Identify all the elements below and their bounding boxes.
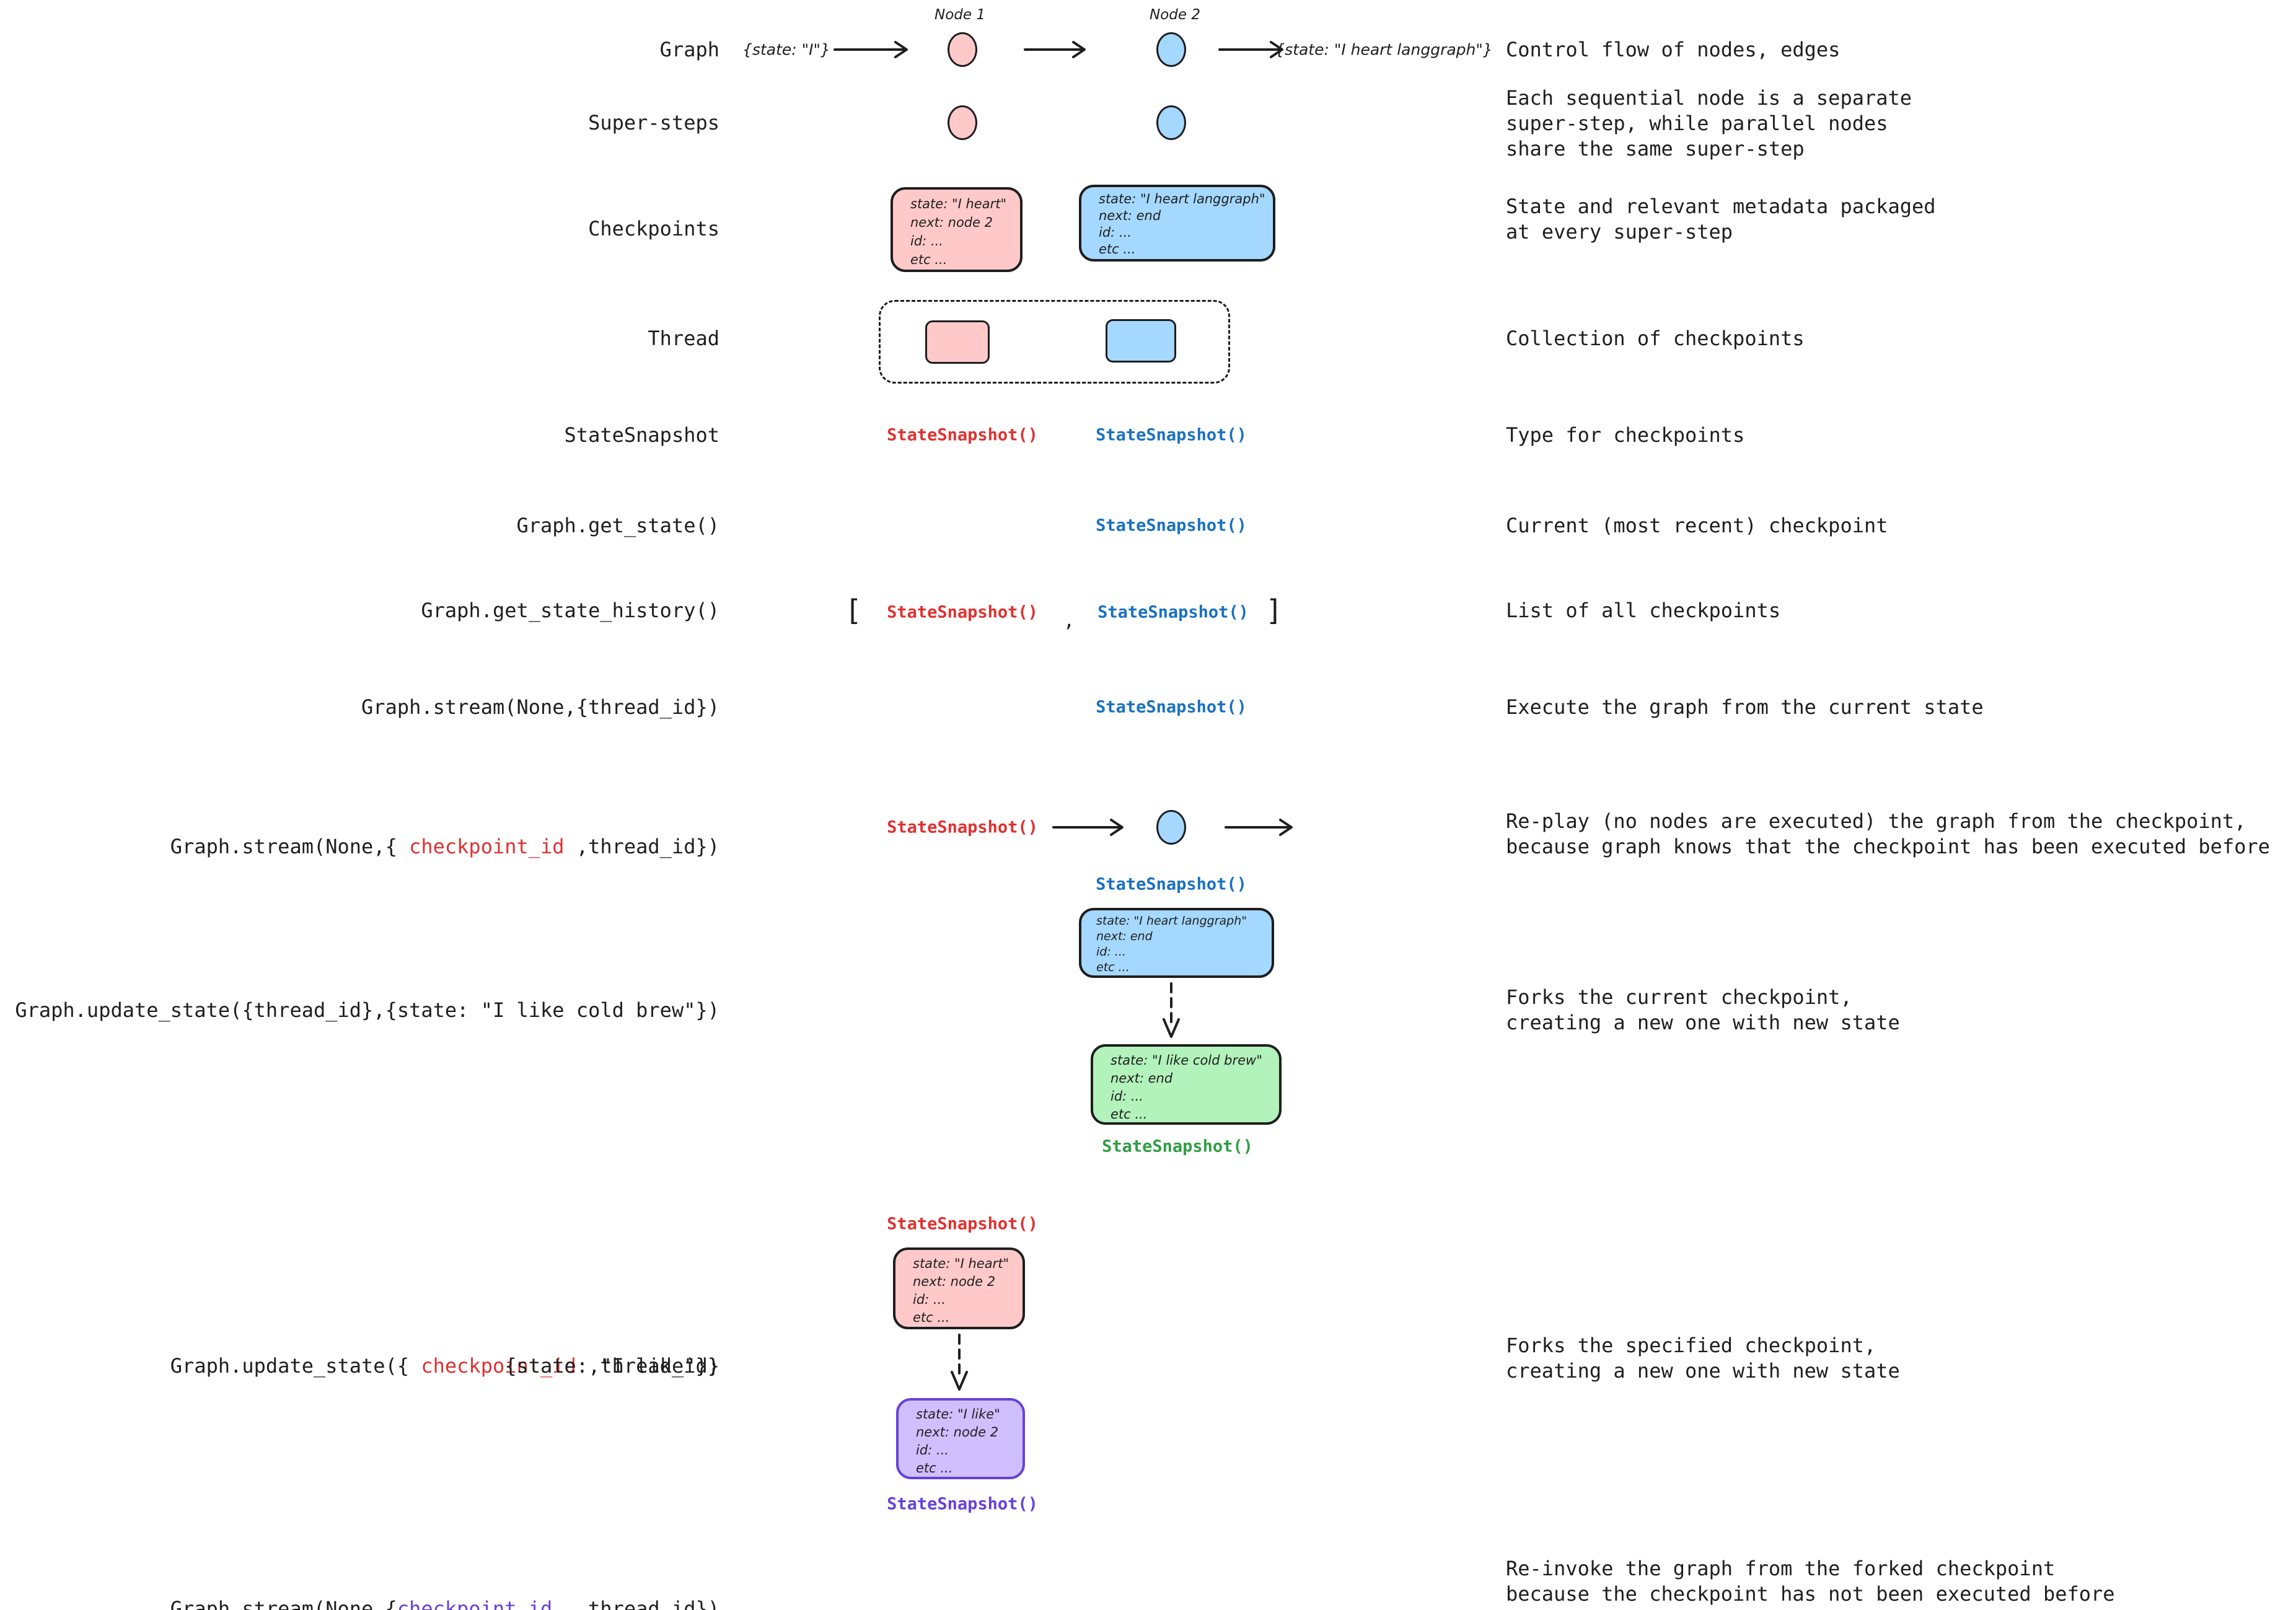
statesnapshot-call-red: StateSnapshot() (887, 1214, 1038, 1234)
statesnapshot-call-red: StateSnapshot() (887, 817, 1038, 837)
statesnapshot-call-blue: StateSnapshot() (1097, 602, 1249, 622)
right-arrow-icon (1225, 816, 1296, 838)
row-label-update-state-current: Graph.update_state({thread_id},{state: "… (15, 998, 719, 1022)
label-prefix: Graph.stream(None,{ (170, 1597, 397, 1610)
description-supersteps: Each sequential node is a separate super… (1506, 86, 1912, 161)
row-label-get-state: Graph.get_state() (516, 514, 719, 537)
label-prefix: Graph.stream(None,{ (170, 835, 410, 858)
close-bracket: ] (1265, 594, 1283, 627)
statesnapshot-call-blue: StateSnapshot() (1096, 425, 1247, 445)
row-label-stream-thread: Graph.stream(None,{thread_id}) (361, 695, 719, 719)
checkpoint-card-blue: state: "I heart langgraph" next: end id:… (1079, 185, 1275, 262)
row-label-update-state-specified: Graph.update_state({ checkpoint_id ,thre… (123, 1329, 719, 1403)
thread-checkpoint-pink (925, 320, 990, 364)
row-label-statesnapshot: StateSnapshot (564, 423, 719, 447)
description-reinvoke: Re-invoke the graph from the forked chec… (1506, 1557, 2115, 1606)
graph-input-state: {state: "I"} (742, 40, 830, 59)
graph-output-state: {state: "I heart langgraph"} (1275, 40, 1493, 59)
statesnapshot-call-blue: StateSnapshot() (1096, 874, 1247, 894)
thread-container (879, 300, 1230, 384)
description-get-state-history: List of all checkpoints (1506, 599, 1781, 622)
row-label-update-state-specified-line2: {state: "I like"}) (504, 1354, 719, 1378)
statesnapshot-call-blue: StateSnapshot() (1096, 516, 1247, 535)
statesnapshot-call-purple: StateSnapshot() (887, 1494, 1038, 1514)
statesnapshot-call-red: StateSnapshot() (887, 425, 1038, 445)
statesnapshot-call-red: StateSnapshot() (887, 602, 1038, 622)
label-suffix: ,thread_id}) (564, 835, 719, 858)
description-checkpoints: State and relevant metadata packaged at … (1506, 195, 1936, 244)
thread-checkpoint-blue (1106, 319, 1176, 363)
right-arrow-icon (1218, 38, 1287, 61)
node1-circle (948, 32, 977, 67)
superstep2-circle (1156, 105, 1186, 140)
description-statesnapshot: Type for checkpoints (1506, 423, 1745, 447)
checkpoint-id-red: checkpoint_id (421, 1354, 576, 1378)
replay-node-circle (1156, 810, 1186, 845)
right-arrow-icon (1024, 38, 1089, 61)
row-label-supersteps: Super-steps (588, 111, 719, 134)
open-bracket: [ (845, 594, 862, 627)
description-get-state: Current (most recent) checkpoint (1506, 514, 1888, 537)
node2-circle (1156, 32, 1186, 67)
checkpoint-card-pink: state: "I heart" next: node 2 id: ... et… (893, 1247, 1025, 1329)
checkpoint-id-red: checkpoint_id (409, 835, 565, 858)
node1-label: Node 1 (935, 7, 985, 23)
superstep1-circle (948, 105, 977, 140)
label-prefix: Graph.update_state({ (170, 1354, 421, 1378)
row-label-thread: Thread (648, 327, 719, 350)
right-arrow-icon (834, 38, 911, 61)
dashed-down-arrow-icon (1158, 982, 1185, 1039)
label-suffix: ,thread_id} (576, 1354, 719, 1378)
row-label-replay: Graph.stream(None,{ checkpoint_id ,threa… (123, 809, 719, 884)
description-fork-specified: Forks the specified checkpoint, creating… (1506, 1334, 1900, 1383)
right-arrow-icon (1052, 816, 1127, 838)
row-label-checkpoints: Checkpoints (588, 217, 719, 240)
list-comma: , (1063, 610, 1075, 632)
dashed-down-arrow-icon (946, 1334, 973, 1392)
checkpoint-card-blue: state: "I heart langgraph" next: end id:… (1079, 908, 1274, 978)
statesnapshot-call-green: StateSnapshot() (1102, 1137, 1253, 1156)
row-label-graph: Graph (659, 38, 719, 61)
node2-label: Node 2 (1150, 7, 1200, 23)
checkpoint-id-purple: checkpoint_id (397, 1597, 553, 1610)
description-fork-current: Forks the current checkpoint, creating a… (1506, 985, 1900, 1034)
label-suffix: ,thread_id}) (552, 1597, 719, 1610)
description-thread: Collection of checkpoints (1506, 327, 1805, 350)
row-label-get-state-history: Graph.get_state_history() (421, 599, 719, 622)
checkpoint-card-pink: state: "I heart" next: node 2 id: ... et… (891, 187, 1023, 272)
statesnapshot-call-blue: StateSnapshot() (1096, 697, 1247, 717)
description-stream-thread: Execute the graph from the current state (1506, 695, 1984, 719)
description-replay: Re-play (no nodes are executed) the grap… (1506, 809, 2270, 858)
description-graph: Control flow of nodes, edges (1506, 38, 1841, 61)
row-label-stream-forked: Graph.stream(None,{checkpoint_id ,thread… (123, 1572, 719, 1610)
checkpoint-card-green: state: "I like cold brew" next: end id: … (1091, 1044, 1282, 1125)
checkpoint-card-purple: state: "I like" next: node 2 id: ... etc… (896, 1398, 1025, 1479)
